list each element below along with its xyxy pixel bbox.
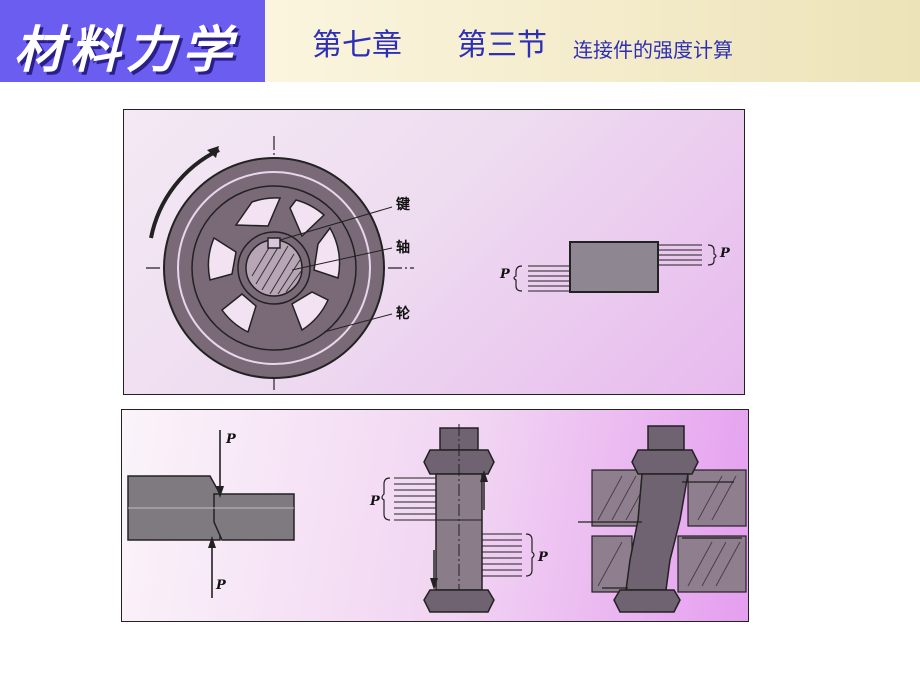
plate-bolt-diagrams (127, 424, 747, 613)
bolt-connection-figure: P P P P (121, 409, 749, 622)
key-label: 键 (396, 197, 410, 213)
bolt-force-label-right: P (538, 550, 548, 565)
wheel-label: 轮 (396, 306, 410, 322)
bolt-force-label-left: P (370, 494, 380, 509)
force-label-bottom: P (216, 578, 226, 593)
course-title-block: 材料力学 (0, 0, 265, 82)
bolt-load-diagram (381, 424, 535, 613)
shaft-label: 轴 (396, 240, 410, 256)
course-title: 材料力学 (14, 20, 238, 79)
force-label-left: P (500, 267, 510, 282)
chapter-title: 第七章 (312, 28, 402, 63)
section-title: 第三节 (457, 28, 547, 63)
wheel-key-diagram (146, 136, 717, 390)
bolt-deformation-diagram (578, 425, 747, 613)
force-label-right: P (720, 246, 730, 261)
header-band (265, 0, 920, 82)
key-connection-figure: 键 轴 轮 P P (123, 109, 745, 395)
force-label-top: P (226, 432, 236, 447)
sheared-plate-diagram (127, 430, 295, 598)
section-subtitle: 连接件的强度计算 (573, 38, 733, 62)
